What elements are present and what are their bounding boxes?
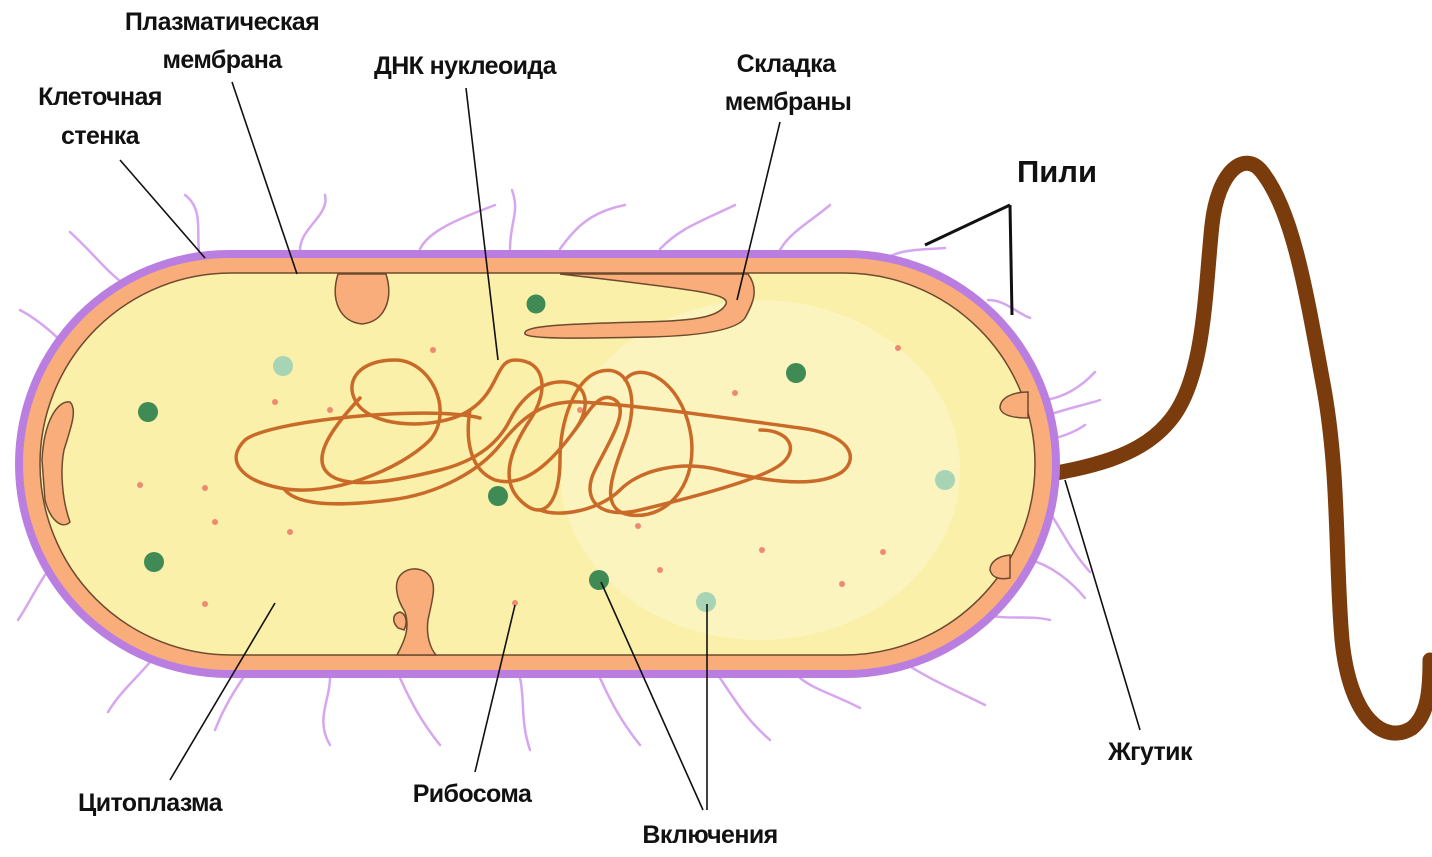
flagellum (1018, 163, 1430, 733)
pilus (600, 678, 640, 745)
ribosome (732, 390, 738, 396)
ribosome (657, 567, 663, 573)
inclusion-dark (527, 295, 546, 314)
pilus (560, 205, 625, 249)
pilus (780, 205, 830, 250)
label-inclusions: Включения (642, 821, 777, 849)
inclusion-light (935, 470, 955, 490)
label-membrane-fold-1: Складка (737, 50, 837, 78)
ribosome (137, 482, 143, 488)
inclusion-dark (144, 552, 164, 572)
pilus (720, 678, 770, 740)
ribosome (287, 529, 293, 535)
ribosome (895, 345, 901, 351)
leader-flagellum (1065, 480, 1140, 730)
label-plasma-membrane-1: Плазматическая (125, 8, 319, 36)
pilus (70, 232, 125, 285)
ribosome (430, 347, 436, 353)
leader-cell-wall (120, 160, 205, 258)
pilus (18, 575, 45, 620)
inclusion-dark (488, 486, 508, 506)
pilus (660, 205, 735, 249)
inclusion-dark (138, 402, 158, 422)
inclusion-dark (786, 363, 806, 383)
ribosome (212, 519, 218, 525)
inclusion-light (696, 592, 716, 612)
pilus (400, 678, 440, 745)
pilus (108, 662, 150, 712)
label-cell-wall-1: Клеточная (38, 83, 162, 111)
label-cytoplasm: Цитоплазма (78, 789, 224, 817)
inclusion-light (273, 356, 293, 376)
cytoplasm-highlight (560, 300, 960, 640)
label-cell-wall-2: стенка (61, 122, 141, 150)
label-plasma-membrane-2: мембрана (162, 46, 283, 74)
ribosome (202, 485, 208, 491)
leader-plasma-membrane (232, 82, 297, 274)
pilus (215, 675, 245, 730)
pili-bracket-line (925, 205, 1010, 245)
ribosome (577, 407, 583, 413)
pili-bracket-line (1010, 205, 1012, 315)
label-flagellum: Жгутик (1107, 738, 1193, 766)
label-nucleoid-dna: ДНК нуклеоида (374, 52, 558, 80)
ribosome (272, 399, 278, 405)
pilus (323, 678, 330, 745)
ribosome (327, 407, 333, 413)
pilus (800, 678, 860, 708)
inclusion-dark (589, 570, 609, 590)
ribosome (202, 601, 208, 607)
label-pili: Пили (1017, 154, 1097, 189)
ribosome (759, 547, 765, 553)
ribosome (839, 581, 845, 587)
pilus (1030, 560, 1085, 598)
pilus (510, 190, 515, 249)
pilus (300, 195, 326, 250)
pilus (520, 678, 530, 750)
label-ribosome: Рибосома (413, 780, 533, 808)
label-membrane-fold-2: мембраны (725, 88, 852, 116)
ribosome (880, 549, 886, 555)
ribosome (635, 523, 641, 529)
